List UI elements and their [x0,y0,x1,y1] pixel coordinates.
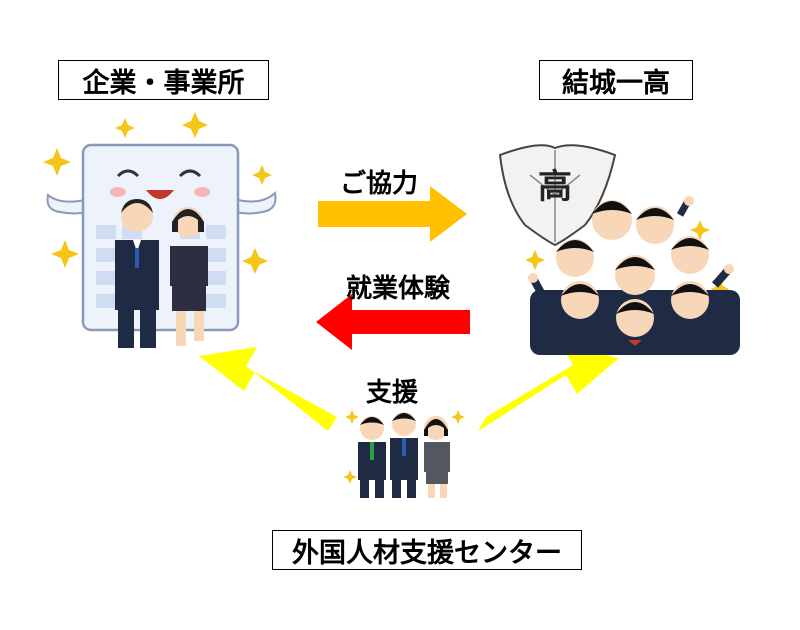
cooperation-label: ご協力 [340,169,419,199]
support-label: 支援 [366,378,419,408]
school-students-illustration: 高 [498,144,740,355]
cooperation-arrow [318,186,467,242]
work-experience-arrow [316,294,470,350]
school-label-text: 結城一高 [562,67,670,99]
school-label: 結城一高 [539,60,693,100]
company-building-illustration [43,112,277,348]
center-label-text: 外国人材支援センター [292,537,562,569]
company-label: 企業・事業所 [58,60,269,100]
school-badge-char: 高 [538,167,572,207]
center-label: 外国人材支援センター [272,530,582,570]
company-label-text: 企業・事業所 [82,67,245,99]
sparkle-icon [43,112,272,274]
support-staff-illustration [343,410,465,498]
support-arrow-left [199,347,337,431]
work-experience-label: 就業体験 [346,274,451,304]
support-arrow-right [478,346,619,431]
